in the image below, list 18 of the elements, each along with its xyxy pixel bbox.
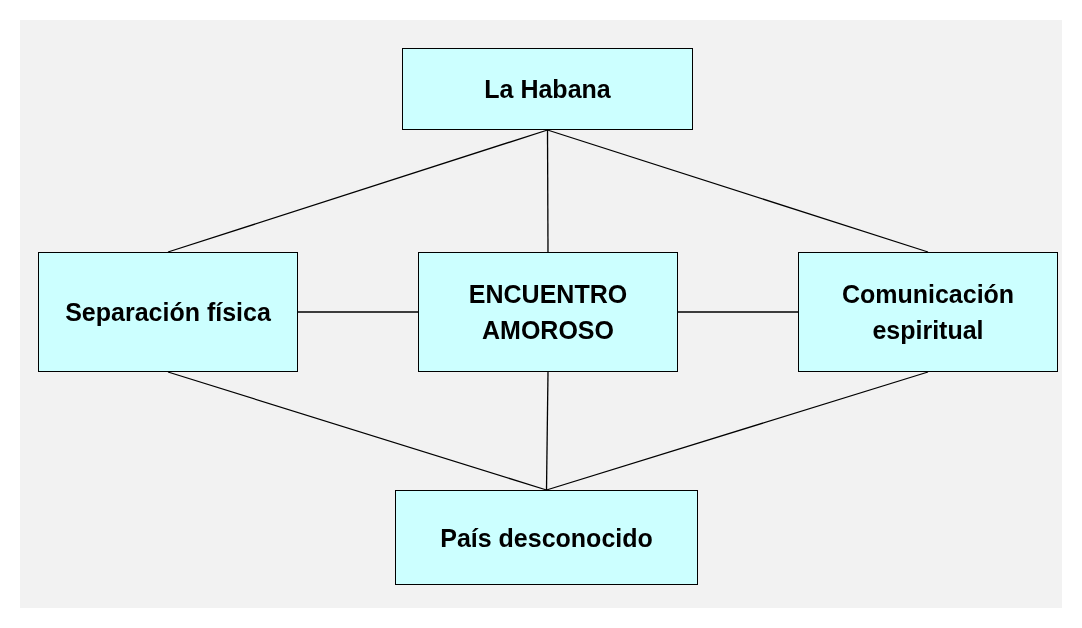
concept-box <box>402 48 693 130</box>
concept-box <box>38 252 298 372</box>
connector-line <box>545 371 549 491</box>
connector-line <box>677 311 799 313</box>
box-label: Comunicación espiritual <box>840 279 1016 346</box>
connector-line <box>297 311 419 313</box>
connector-line <box>545 371 929 491</box>
connector-line <box>167 129 549 253</box>
box-label: Separación física <box>65 297 271 328</box>
box-label: ENCUENTRO AMOROSO <box>467 279 629 346</box>
connector-line <box>546 129 929 253</box>
concept-box <box>798 252 1058 372</box>
connector-line <box>546 129 549 253</box>
concept-box <box>418 252 678 372</box>
box-label: País desconocido <box>440 522 653 554</box>
connector-line <box>167 371 548 491</box>
box-label: La Habana <box>484 74 611 105</box>
concept-box <box>395 490 698 585</box>
